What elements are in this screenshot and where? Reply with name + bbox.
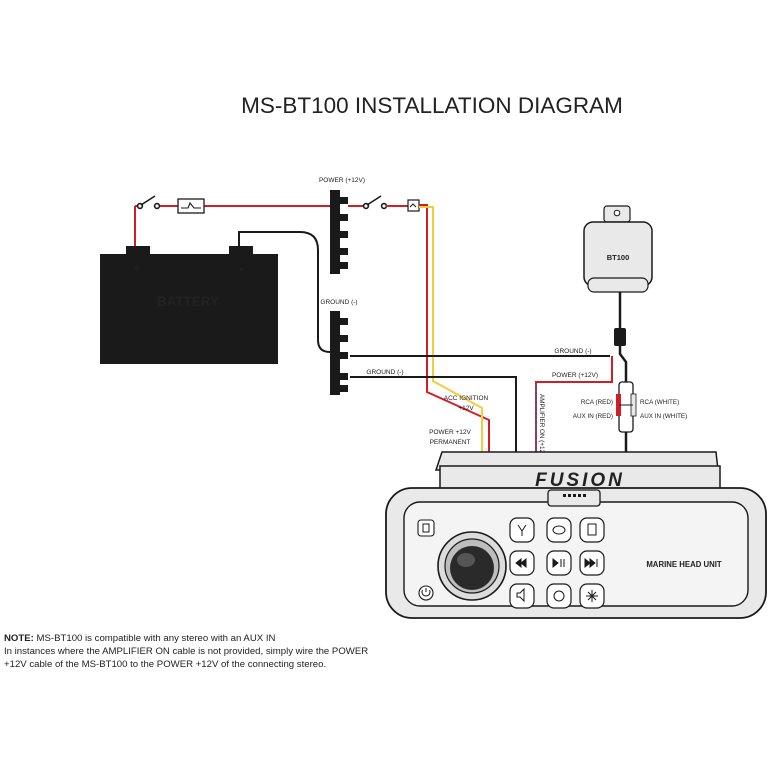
power-bus-label: POWER (+12V) [319, 177, 365, 184]
installation-note: NOTE: MS-BT100 is compatible with any st… [4, 632, 424, 671]
power-bus-bar [330, 190, 348, 274]
battery: + - BATTERY [100, 246, 278, 364]
acc-ignition-label-2: +12V [458, 405, 474, 412]
permanent-power-wire [419, 204, 490, 452]
battery-positive-wire [134, 205, 340, 250]
bt100-module: BT100 [583, 205, 653, 346]
aux-in-red-label: AUX IN (RED) [573, 413, 613, 420]
ground-wire-head-unit [350, 376, 517, 452]
ground-bus-bar [330, 311, 348, 395]
note-prefix: NOTE: [4, 633, 34, 644]
battery-label: BATTERY [157, 294, 219, 309]
rca-white-label: RCA (WHITE) [640, 399, 679, 406]
note-line-1: NOTE: MS-BT100 is compatible with any st… [4, 632, 424, 645]
bt100-cable [618, 292, 628, 378]
marine-head-unit: FUSION [385, 451, 767, 619]
acc-ignition-wire [419, 206, 483, 452]
ground-wire-label-2: GROUND (-) [366, 369, 403, 376]
volume-knob [437, 531, 507, 601]
rca-red-label: RCA (RED) [581, 399, 613, 406]
head-unit-label: MARINE HEAD UNIT [646, 560, 722, 569]
button-icons [515, 523, 598, 603]
amplifier-on-label: AMPLIFIER ON (+12V) [538, 394, 545, 459]
power-switch-icon [362, 195, 392, 210]
note-line-2: In instances where the AMPLIFIER ON cabl… [4, 646, 369, 657]
small-fuse-icon [407, 199, 420, 212]
power-permanent-label-2: PERMANENT [430, 439, 471, 446]
power-button [418, 585, 434, 601]
menu-button [417, 519, 435, 537]
battery-plus-label: + [134, 263, 140, 275]
brand-logo: FUSION [535, 470, 625, 491]
button-grid [509, 517, 605, 609]
rca-connectors [616, 381, 637, 433]
battery-negative-wire [238, 231, 331, 353]
battery-switch-icon [136, 195, 161, 210]
bt100-label: BT100 [607, 253, 630, 262]
ground-wire-label-1: GROUND (-) [554, 348, 591, 355]
power-permanent-label-1: POWER +12V [429, 429, 471, 436]
acc-ignition-label-1: ACC IGNITION [444, 395, 489, 402]
note-line-1-text: MS-BT100 is compatible with any stereo w… [36, 633, 276, 644]
diagram-title: MS-BT100 INSTALLATION DIAGRAM [241, 93, 623, 118]
power-wire-label: POWER (+12V) [552, 372, 598, 379]
fuse-icon [177, 198, 205, 214]
note-line-3: +12V cable of the MS-BT100 to the POWER … [4, 659, 327, 670]
battery-minus-label: - [239, 263, 243, 275]
aux-in-white-label: AUX IN (WHITE) [640, 413, 687, 420]
ground-bus-label: GROUND (-) [320, 299, 357, 306]
